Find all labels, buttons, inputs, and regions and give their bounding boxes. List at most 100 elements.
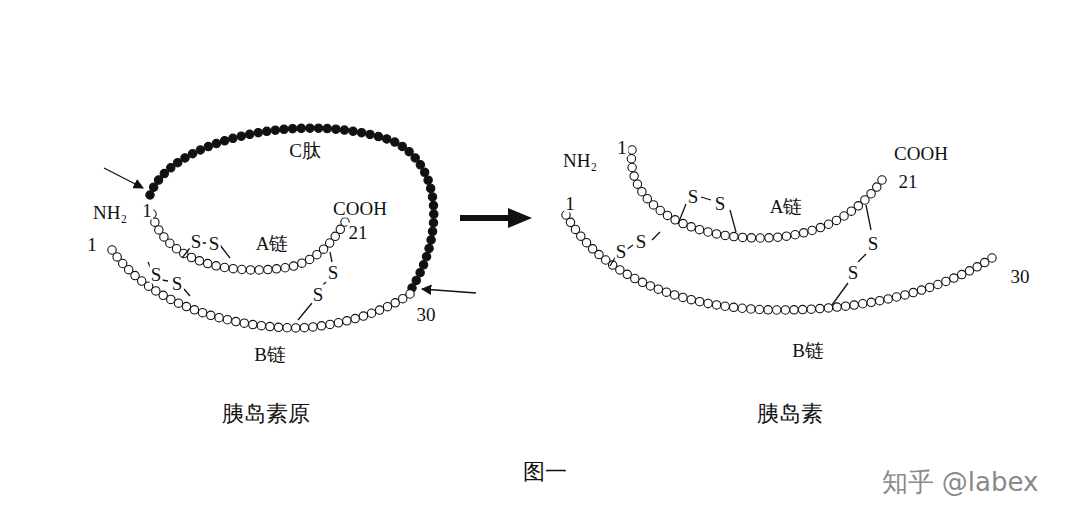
amino-acid-bead — [427, 236, 435, 244]
amino-acid-bead — [367, 309, 375, 317]
residue-number: 30 — [1010, 267, 1031, 286]
amino-acid-bead — [182, 302, 190, 310]
amino-acid-bead — [695, 225, 703, 233]
amino-acid-bead — [283, 324, 291, 332]
figure-title: 胰岛素 — [756, 403, 824, 425]
amino-acid-bead — [207, 311, 215, 319]
amino-acid-bead — [298, 259, 306, 267]
amino-acid-bead — [204, 142, 212, 150]
amino-acid-bead — [220, 263, 228, 271]
sulfur-label: S — [150, 265, 163, 284]
amino-acid-bead — [391, 138, 399, 146]
cleavage-arrow — [104, 168, 143, 188]
amino-acid-bead — [246, 130, 254, 138]
residue-number: 1 — [86, 235, 98, 254]
amino-acid-bead — [755, 305, 763, 313]
amino-acid-bead — [934, 280, 942, 288]
amino-acid-bead — [679, 293, 687, 301]
amino-acid-bead — [721, 302, 729, 310]
amino-acid-bead — [721, 231, 729, 239]
amino-acid-bead — [289, 262, 297, 270]
sulfur-label: S — [615, 242, 628, 261]
terminus-label: NH₂ — [92, 203, 128, 222]
amino-acid-bead — [272, 265, 280, 273]
sulfur-label: S — [171, 274, 184, 293]
residue-number: 21 — [348, 223, 369, 242]
amino-acid-bead — [271, 126, 279, 134]
amino-acid-bead — [167, 295, 175, 303]
sulfur-label: S — [190, 232, 203, 251]
amino-acid-bead — [798, 305, 806, 313]
amino-acid-bead — [340, 126, 348, 134]
amino-acid-bead — [237, 132, 245, 140]
amino-acid-bead — [429, 219, 437, 227]
terminus-label: NH₂ — [562, 151, 598, 170]
peptide-label: C肽 — [288, 141, 322, 160]
amino-acid-bead — [712, 230, 720, 238]
amino-acid-bead — [188, 150, 196, 158]
amino-acid-bead — [638, 278, 646, 286]
amino-acid-bead — [428, 193, 436, 201]
chain-label: B链 — [253, 345, 287, 364]
amino-acid-bead — [942, 277, 950, 285]
amino-acid-bead — [196, 146, 204, 154]
amino-acid-bead — [926, 283, 934, 291]
amino-acid-bead — [212, 262, 220, 270]
disulfide-bond — [148, 262, 190, 296]
amino-acid-bead — [292, 324, 300, 332]
amino-acid-bead — [229, 134, 237, 142]
amino-acid-bead — [391, 299, 399, 307]
amino-acid-bead — [263, 127, 271, 135]
residue-number: 1 — [616, 138, 628, 157]
amino-acid-bead — [628, 163, 636, 171]
amino-acid-bead — [334, 319, 342, 327]
amino-acid-bead — [730, 232, 738, 240]
disulfide-bond — [832, 205, 871, 305]
amino-acid-bead — [799, 229, 807, 237]
amino-acid-bead — [424, 176, 432, 184]
amino-acid-bead — [808, 226, 816, 234]
figure-caption: 图一 — [522, 461, 568, 483]
sulfur-label: S — [635, 232, 648, 251]
amino-acid-bead — [656, 206, 664, 214]
amino-acid-bead — [679, 219, 687, 227]
sulfur-label: S — [208, 234, 221, 253]
amino-acid-bead — [687, 295, 695, 303]
amino-acid-bead — [695, 297, 703, 305]
amino-acid-bead — [876, 297, 884, 305]
amino-acid-bead — [181, 154, 189, 162]
amino-acid-bead — [257, 321, 265, 329]
sulfur-label: S — [312, 285, 325, 304]
amino-acid-bead — [774, 233, 782, 241]
amino-acid-bead — [254, 128, 262, 136]
amino-acid-bead — [973, 263, 981, 271]
amino-acid-bead — [747, 305, 755, 313]
b-chain — [566, 215, 992, 310]
disulfide-bond — [610, 232, 660, 266]
b-chain — [112, 250, 410, 328]
a-chain — [152, 214, 345, 270]
amino-acid-bead — [654, 285, 662, 293]
amino-acid-bead — [662, 288, 670, 296]
amino-acid-bead — [420, 168, 428, 176]
sulfur-label: S — [714, 194, 727, 213]
chain-label: A链 — [769, 197, 804, 216]
amino-acid-bead — [274, 323, 282, 331]
amino-acid-bead — [416, 269, 424, 277]
amino-acid-bead — [232, 317, 240, 325]
amino-acid-bead — [288, 124, 296, 132]
amino-acid-bead — [782, 232, 790, 240]
amino-acid-bead — [429, 201, 437, 209]
amino-acid-bead — [646, 282, 654, 290]
amino-acid-bead — [349, 127, 357, 135]
amino-acid-bead — [249, 320, 257, 328]
figure-title: 胰岛素原 — [221, 403, 311, 425]
amino-acid-bead — [430, 210, 438, 218]
amino-acid-bead — [867, 298, 875, 306]
conversion-arrow — [460, 208, 532, 228]
amino-acid-bead — [824, 304, 832, 312]
amino-acid-bead — [663, 211, 671, 219]
amino-acid-bead — [738, 304, 746, 312]
